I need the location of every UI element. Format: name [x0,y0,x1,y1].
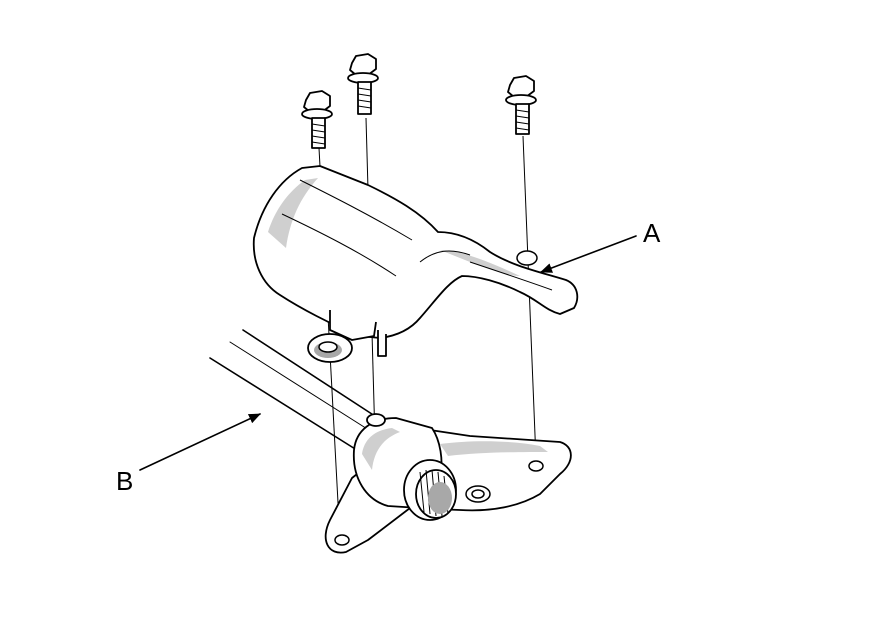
bolt-right [505,75,537,135]
bolt-left [301,90,333,149]
cover-a [252,165,579,363]
callout-b-arrow [139,413,261,471]
bolt-middle [347,53,379,115]
callout-b-label: B [116,466,133,496]
callout-a-arrow [540,235,637,273]
callout-a-label: A [643,218,661,248]
shaft-lines [209,329,379,453]
bearing-bracket [324,413,572,554]
